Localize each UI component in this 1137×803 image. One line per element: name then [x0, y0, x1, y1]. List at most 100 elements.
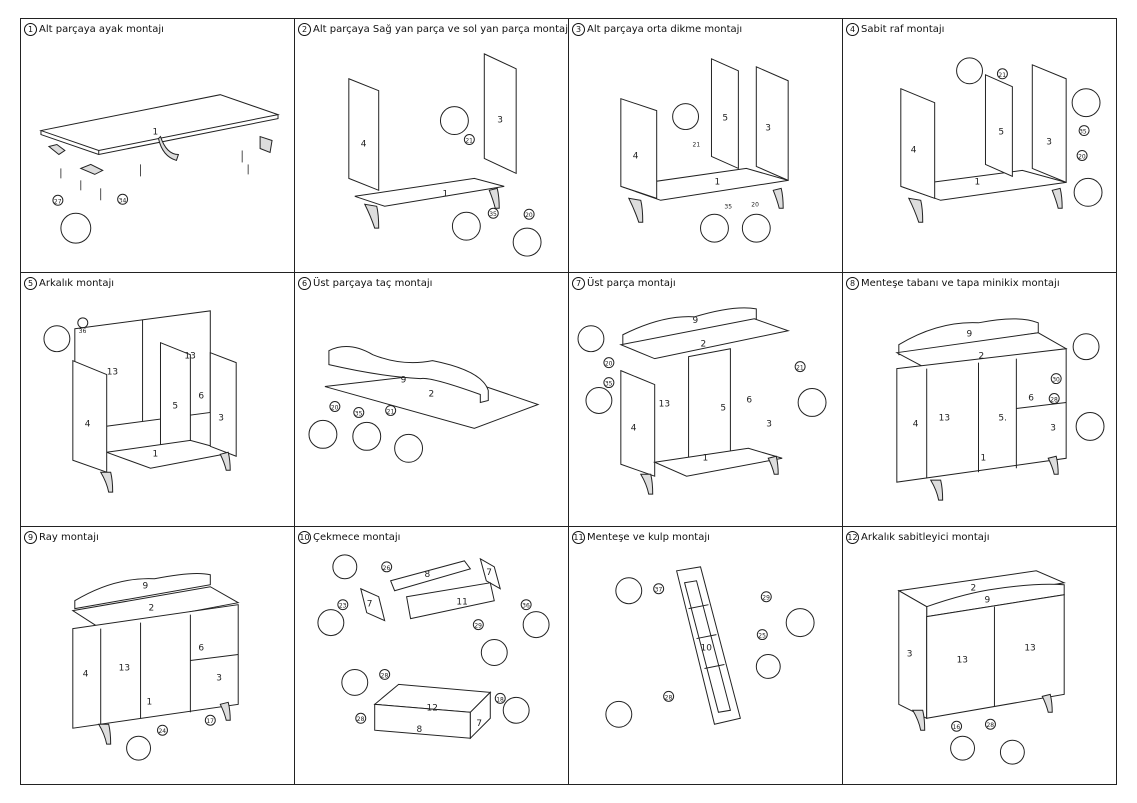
part-label: 1	[975, 177, 981, 187]
part-label: 18	[496, 696, 504, 703]
step-label: Çekmece montajı	[313, 532, 401, 543]
part-label: 20	[751, 201, 759, 208]
step-label: Üst parça montajı	[587, 278, 676, 289]
part-label: 16	[953, 724, 961, 731]
step-2-drawing: 4 3 1 21 35 20	[348, 53, 542, 257]
part-label: 30	[1052, 377, 1060, 384]
part-label: 11	[456, 598, 467, 608]
step-number-icon: 4	[846, 23, 859, 36]
part-label: 3	[497, 116, 503, 126]
part-label: 20	[525, 212, 533, 219]
part-label: 13	[107, 368, 118, 378]
part-label: 2	[971, 584, 977, 594]
part-label: 21	[465, 138, 473, 145]
part-label: 4	[631, 423, 637, 433]
step-label: Üst parçaya taç montajı	[313, 278, 433, 289]
part-label: 29	[762, 595, 770, 602]
part-label: 2	[701, 340, 707, 350]
part-label: 20	[605, 361, 613, 368]
step-6-drawing: 9 2 20 35 21	[308, 346, 540, 463]
part-label: 6	[198, 644, 204, 654]
part-label: 5	[722, 114, 728, 124]
step-label: Alt parçaya Sağ yan parça ve sol yan par…	[313, 24, 569, 35]
part-label: 28	[1050, 396, 1058, 403]
part-label: 28	[381, 672, 389, 679]
step-number-icon: 2	[298, 23, 311, 36]
part-label: 9	[967, 330, 973, 340]
part-label: 8	[417, 725, 423, 735]
part-label: 1	[703, 453, 709, 463]
part-label: 5	[172, 401, 178, 411]
step-9-drawing: 9 2 4 13 6 3 1 24 17	[71, 572, 240, 761]
step-number-icon: 1	[24, 23, 37, 36]
part-label: 4	[83, 669, 89, 679]
part-label: 34	[119, 197, 127, 204]
step-number-icon: 7	[572, 277, 585, 290]
part-label: 3	[907, 649, 913, 659]
part-label: 9	[984, 596, 990, 606]
part-label: 6	[1028, 393, 1034, 403]
part-label: 23	[339, 603, 347, 610]
part-label: 7	[476, 719, 482, 729]
part-label: 35	[605, 381, 613, 388]
part-label: 1	[153, 128, 159, 138]
part-label: 5	[998, 128, 1004, 138]
part-label: 4	[361, 139, 367, 149]
step-7-drawing: 9 2 20 35 21 13 4 5 6 3 1	[577, 307, 827, 495]
step-label: Menteşe tabanı ve tapa minikix montajı	[861, 278, 1060, 289]
part-label: 24	[158, 728, 166, 735]
part-label: 2	[979, 352, 985, 362]
part-label: 13	[184, 352, 195, 362]
step-number-icon: 3	[572, 23, 585, 36]
part-label: 5.	[998, 413, 1007, 423]
step-4-drawing: 4 5 3 1 21 35 20	[900, 57, 1103, 223]
part-label: 12	[427, 703, 438, 713]
step-3-drawing: 4 5 3 1 21 35 20	[620, 58, 789, 243]
part-label: 1	[153, 449, 159, 459]
part-label: 9	[401, 376, 407, 386]
part-label: 13	[939, 413, 950, 423]
part-label: 3	[765, 124, 771, 134]
part-label: 2	[149, 604, 155, 614]
step-8-drawing: 9 2 13 4 5. 6 3 1 30 28	[895, 318, 1105, 501]
part-label: 35	[355, 410, 363, 417]
part-label: 35	[724, 203, 732, 210]
part-label: 3	[1050, 423, 1056, 433]
part-label: 4	[85, 419, 91, 429]
part-label: 9	[143, 582, 149, 592]
part-label: 9	[693, 316, 699, 326]
part-label: 6	[746, 395, 752, 405]
part-label: 35	[1079, 129, 1087, 136]
part-label: 4	[911, 145, 917, 155]
part-label: 4	[913, 419, 919, 429]
step-label: Arkalık sabitleyici montajı	[861, 532, 990, 543]
part-label: 13	[119, 663, 130, 673]
step-label: Alt parçaya orta dikme montajı	[587, 24, 743, 35]
step-number-icon: 12	[846, 531, 859, 544]
part-label: 8	[425, 570, 431, 580]
part-label: 13	[1024, 644, 1035, 654]
step-1-drawing: 1 27 34	[39, 94, 280, 244]
part-label: 3	[1046, 138, 1052, 148]
part-label: 37	[655, 587, 663, 594]
step-5-drawing: 13 13 36 4 5 6 3 1	[43, 310, 237, 493]
step-11-drawing: 37 29 25 10 28	[605, 566, 815, 728]
part-label: 20	[331, 404, 339, 411]
